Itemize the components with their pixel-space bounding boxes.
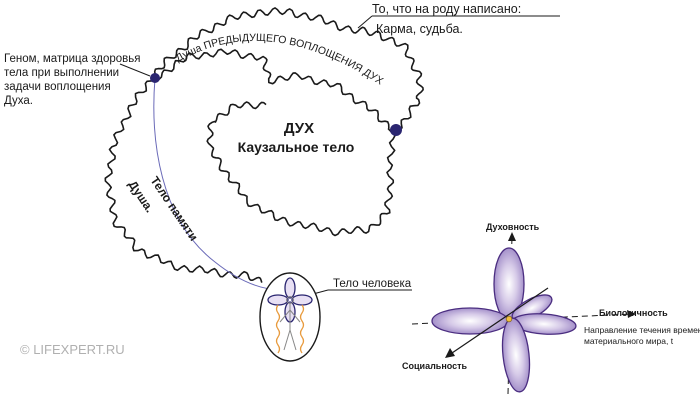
spirit-subtitle: Каузальное тело bbox=[238, 139, 355, 155]
genome-node bbox=[150, 73, 160, 83]
genome-label-line2: тела при выполнении bbox=[4, 67, 119, 79]
spirituality-axis-label: Духовность bbox=[486, 222, 540, 232]
karma-label-line2: Карма, судьба. bbox=[376, 22, 463, 36]
genome-pointer-line bbox=[119, 63, 151, 77]
body-energy-wave-right bbox=[299, 304, 305, 354]
human-body-figure bbox=[259, 272, 321, 362]
karma-node bbox=[390, 124, 402, 136]
small-petal-right bbox=[291, 294, 313, 306]
axes-diagram: Духовность Биологичность Социальность На… bbox=[402, 222, 700, 395]
genome-label-line3: задачи воплощения bbox=[4, 81, 111, 93]
inner-spiral-curve bbox=[154, 48, 396, 237]
human-body-label: Тело человека bbox=[333, 278, 412, 290]
petal-lower bbox=[501, 317, 531, 393]
time-direction-label-line2: материального мира, t bbox=[584, 336, 674, 346]
soul-connection-line bbox=[153, 77, 283, 291]
biology-arrowhead bbox=[627, 310, 636, 318]
sociality-axis-label: Социальность bbox=[402, 361, 468, 371]
karma-pointer-line bbox=[357, 15, 373, 29]
body-energy-wave-left bbox=[275, 304, 281, 354]
karma-label-line1: То, что на роду написано: bbox=[372, 2, 521, 16]
small-petal-left bbox=[267, 294, 289, 306]
sociality-axis bbox=[451, 287, 549, 354]
memory-body-label: Тело памяти bbox=[148, 174, 201, 244]
genome-label-line4: Духа. bbox=[4, 95, 33, 107]
petal-left bbox=[431, 307, 509, 335]
copyright-watermark: © LIFEXPERT.RU bbox=[20, 342, 125, 357]
small-petal-up bbox=[284, 277, 296, 299]
sociality-arrowhead bbox=[445, 348, 455, 358]
biology-axis-label: Биологичность bbox=[599, 308, 668, 318]
spirit-title: ДУХ bbox=[284, 120, 314, 137]
outer-spiral-curve bbox=[104, 7, 424, 283]
spirituality-arrowhead bbox=[508, 232, 516, 241]
human-figure-silhouette bbox=[279, 296, 301, 351]
time-direction-label-line1: Направление течения времени bbox=[584, 325, 700, 335]
axes-origin-point bbox=[505, 315, 513, 323]
genome-label-line1: Геном, матрица здоровья bbox=[4, 53, 140, 65]
